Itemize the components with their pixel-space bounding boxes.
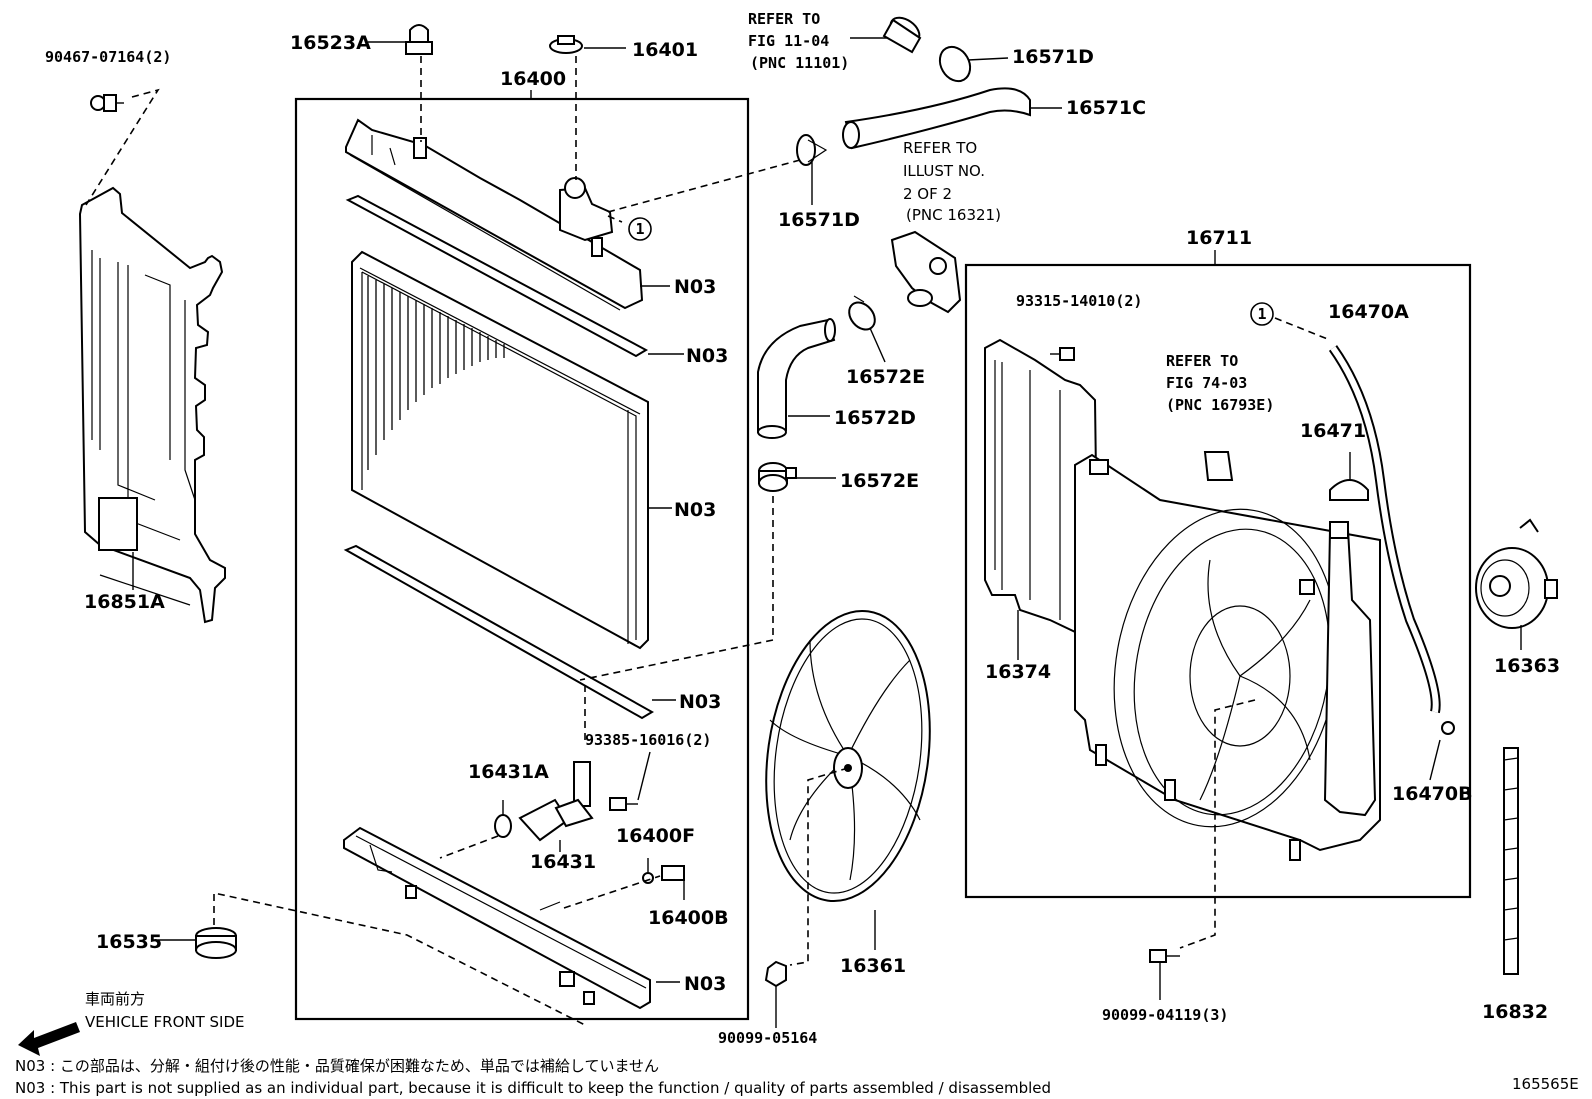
label-refer-11-04-l2: FIG 11-04 [748,32,829,50]
label-16851A: 16851A [84,591,165,613]
label-16711: 16711 [1186,227,1252,249]
label-16535: 16535 [96,931,162,953]
label-16431A: 16431A [468,761,549,783]
clamp-16572E-top [848,295,876,331]
front-arrow-icon [18,1022,80,1056]
label-16470A: 16470A [1328,301,1409,323]
vehicle-front-en: VEHICLE FRONT SIDE [85,1013,245,1031]
reservoir-cap-16471 [1329,479,1369,501]
label-90099-04119: 90099-04119(3) [1102,1006,1228,1024]
label-refer-74-03-l2: FIG 74-03 [1166,374,1247,392]
lower-tank [343,826,651,1010]
label-refer-illust-l3: 2 OF 2 [903,185,952,203]
fan-shroud-16711 [1074,453,1381,861]
screw-90467 [90,94,124,112]
footnote-en: N03 : This part is not supplied as an in… [15,1079,1051,1097]
label-N03-1: N03 [674,276,716,298]
label-16572E-bot: 16572E [840,470,919,492]
figure-id: 165565E [1512,1075,1579,1093]
label-93385: 93385-16016(2) [585,731,711,749]
lower-hose-16572D [757,318,836,439]
label-90467: 90467-07164(2) [45,48,171,66]
label-N03-5: N03 [684,973,726,995]
label-16374: 16374 [985,661,1051,683]
label-16431: 16431 [530,851,596,873]
radiator-cap-16401 [549,35,583,54]
water-outlet [890,230,962,314]
upper-tank [345,118,644,311]
label-refer-74-03-l3: (PNC 16793E) [1166,396,1274,414]
label-16793E [1203,451,1234,481]
footnote-ja: N03 : この部品は、分解・組付け後の性能・品質確保が困難なため、単品では補給… [15,1057,659,1075]
leader-lines [132,37,1522,1028]
label-16363: 16363 [1494,655,1560,677]
seal-16832 [1503,747,1519,975]
clip-16470B [1441,721,1455,735]
reservoir-tank [1323,521,1377,817]
fan-shroud-assembly-box [964,263,1472,899]
ref-circle-1-a-text: 1 [635,220,644,238]
label-refer-illust-l4: (PNC 16321) [906,206,1001,224]
label-16572E-top: 16572E [846,366,925,388]
bolt-93315 [1050,347,1075,361]
radiator-assembly-box [294,97,750,1021]
gasket-lower [343,544,654,720]
label-16400B: 16400B [648,907,729,929]
drain-cap-16523A [405,24,433,55]
label-16571C: 16571C [1066,97,1146,119]
ref-circle-1-b [1250,302,1274,326]
label-refer-illust-l2: ILLUST NO. [903,162,985,180]
fan-16361 [765,609,931,903]
label-refer-11-04-l1: REFER TO [748,10,820,28]
vehicle-front-ja: 車両前方 [85,990,145,1008]
bolt-93385 [609,797,638,811]
clamp-16572E-bot [758,462,797,492]
hose-fitting-top [882,16,922,54]
gasket-upper [345,194,649,358]
radiator-core [351,250,649,650]
part-labels: 90467-07164(2) 16523A 16401 16400 REFER … [45,10,1560,1047]
label-16400F: 16400F [616,825,695,847]
label-93315: 93315-14010(2) [1016,292,1142,310]
label-16832: 16832 [1482,1001,1548,1023]
label-16361: 16361 [840,955,906,977]
side-panel-16851A [78,186,226,624]
drain-outlet-16431 [518,761,594,842]
label-16401: 16401 [632,39,698,61]
clamp-16571D-top [938,45,972,83]
fan-motor-16363 [1475,518,1558,629]
ref-circle-1-b-text: 1 [1257,305,1266,323]
bolt-90099-04119 [1149,949,1180,963]
label-N03-4: N03 [679,691,721,713]
label-90099-05164: 90099-05164 [718,1029,817,1047]
label-N03-3: N03 [674,499,716,521]
o-ring-16431A [494,814,512,838]
label-refer-11-04-l3: (PNC 11101) [750,54,849,72]
label-16571D-mid: 16571D [778,209,860,231]
label-16400: 16400 [500,68,566,90]
label-16572D: 16572D [834,407,916,429]
clamp-16571D-mid [796,134,828,166]
label-16571D-top: 16571D [1012,46,1094,68]
grommet-16535 [195,927,237,959]
vehicle-front-indicator: 車両前方 VEHICLE FRONT SIDE [18,990,245,1056]
label-16523A: 16523A [290,32,371,54]
label-refer-74-03-l1: REFER TO [1166,352,1238,370]
label-16470B: 16470B [1392,783,1473,805]
label-refer-illust-l1: REFER TO [903,139,977,157]
footnotes: N03 : この部品は、分解・組付け後の性能・品質確保が困難なため、単品では補給… [15,1057,1579,1097]
ref-circle-1-a [628,217,652,241]
nut-90099-05164 [764,960,787,988]
overflow-hose-16470A [1328,345,1441,714]
label-16471: 16471 [1300,420,1366,442]
label-N03-2: N03 [686,345,728,367]
